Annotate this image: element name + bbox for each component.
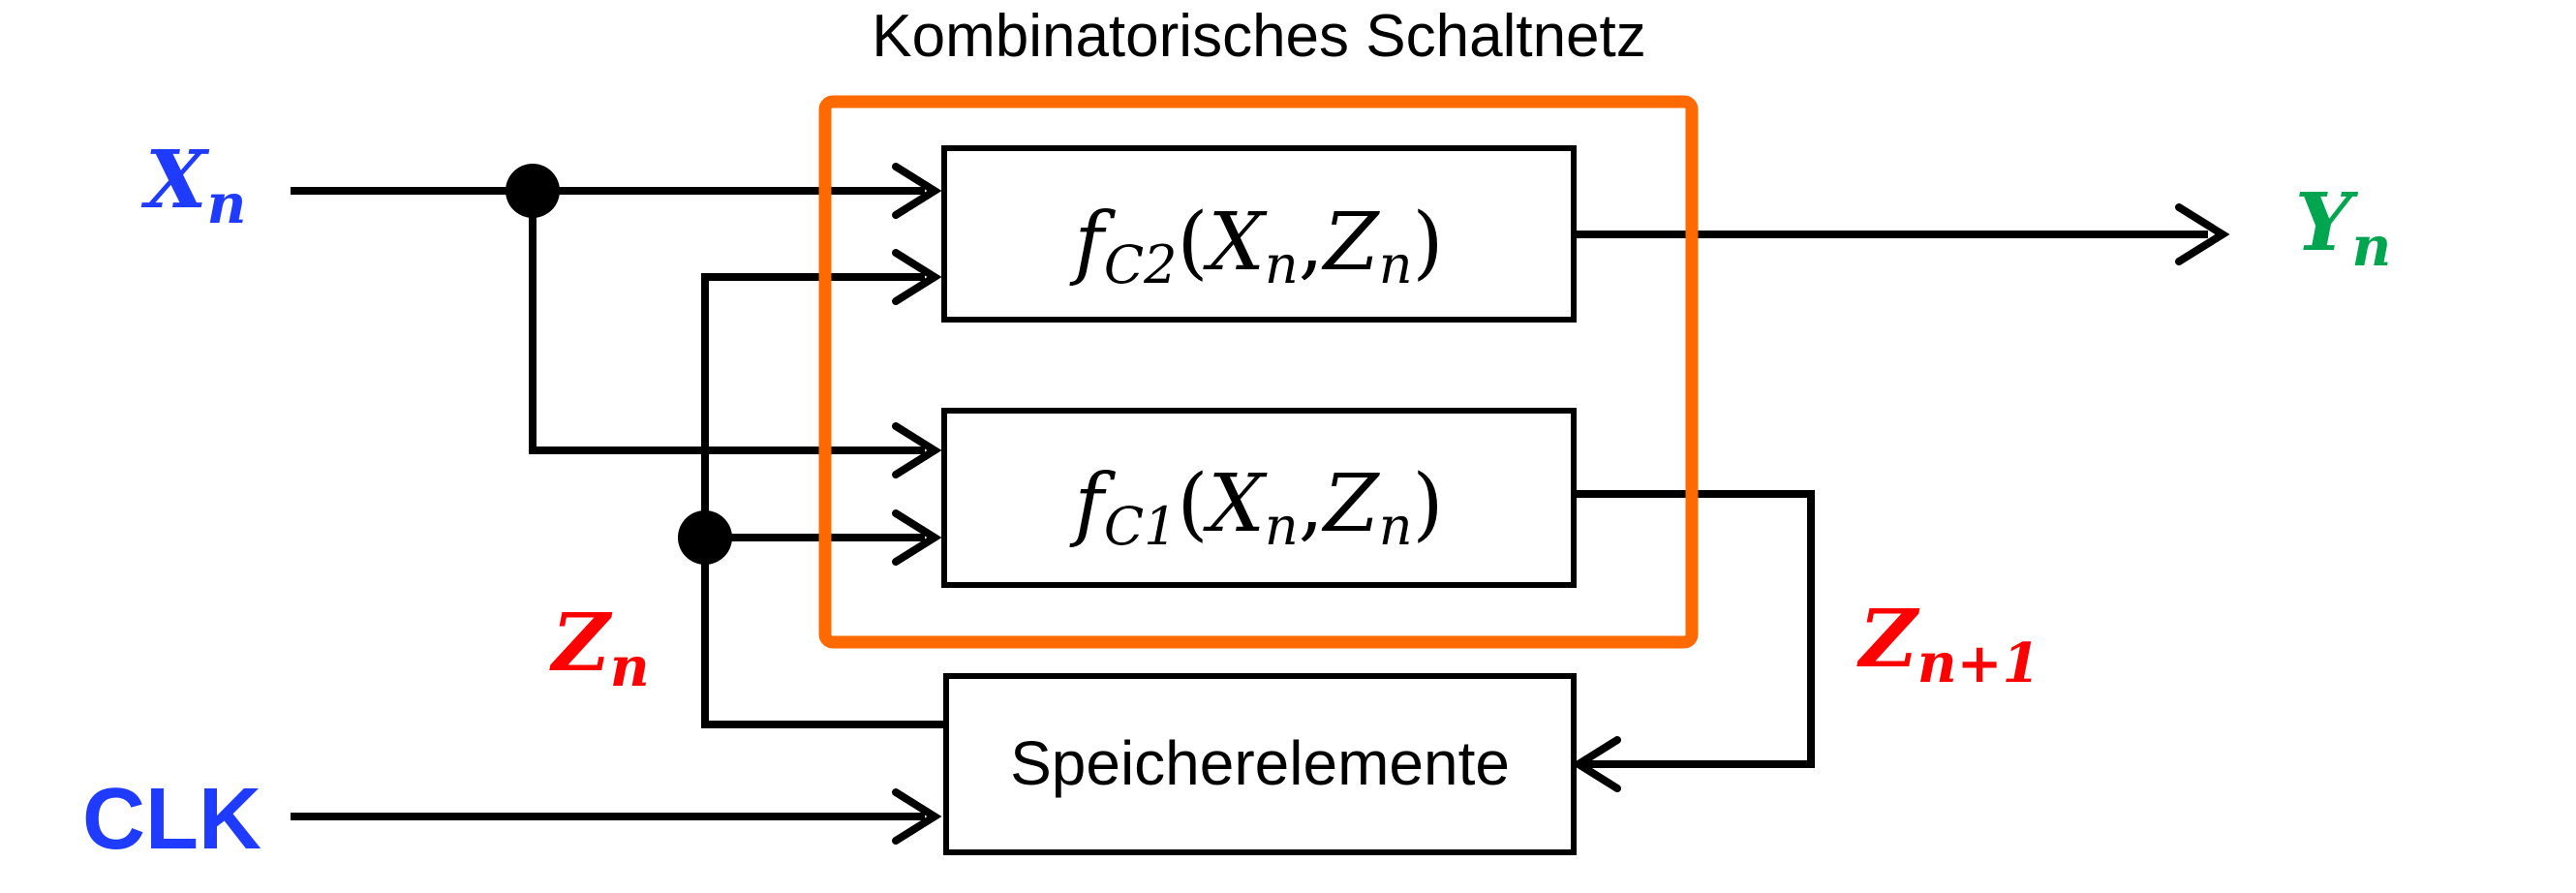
state-zn1-label: Zn+1 [1856,593,2039,695]
block-fc2 [941,145,1577,323]
block-memory [943,673,1577,855]
fc2-comma: , [1299,197,1324,289]
fc1-comma: , [1299,458,1324,550]
state-zn-symbol: Z [549,597,613,690]
combinational-network-title: Kombinatorisches Schaltnetz [872,3,1646,70]
input-x-symbol: X [140,134,210,227]
fc1-close-paren: ) [1413,458,1444,550]
output-y-symbol: Y [2295,176,2359,269]
input-x-sub: n [207,172,247,236]
fc1-label: fC1(Xn,Zn) [1068,458,1443,557]
fc2-arg1: X [1203,197,1269,289]
fc1-arg1-sub: n [1265,496,1299,557]
wire-x-branch-to-fc1 [529,191,925,454]
fc1-arg2: Z [1321,458,1381,550]
combinational-network-frame [818,95,1699,649]
junction-dot-zn [678,510,732,565]
junction-dot-x [506,164,560,218]
fc2-open-paren: ( [1178,197,1209,289]
fc2-fn-sub: C2 [1104,234,1178,295]
block-fc1 [941,408,1577,588]
output-y-sub: n [2352,215,2392,279]
fc2-close-paren: ) [1413,197,1444,289]
fc1-arg2-sub: n [1379,496,1413,557]
fc1-fn-sub: C1 [1104,496,1178,557]
arrow-to-y-output [2175,203,2230,265]
arrow-into-memory-clk [892,788,942,845]
output-y-label: Yn [2295,176,2391,279]
fc2-arg1-sub: n [1265,234,1299,295]
arrow-into-fc2-z [892,249,942,305]
state-zn-sub: n [610,635,650,699]
input-x-label: Xn [140,134,246,236]
fc2-arg2-sub: n [1379,234,1413,295]
wire-zn-from-memory [701,273,946,728]
state-zn1-symbol: Z [1856,593,1920,686]
fc1-arg1: X [1203,458,1269,550]
state-zn1-sub: n+1 [1917,631,2040,695]
fc2-arg2: Z [1321,197,1381,289]
arrow-into-fc1-z [892,509,942,566]
arrow-into-fc2-x [892,163,942,219]
fc1-open-paren: ( [1178,458,1209,550]
arrow-into-memory-feedback [1571,736,1621,792]
clk-label: CLK [82,771,261,868]
state-zn-label: Zn [549,597,650,699]
arrow-into-fc1-x [892,422,942,478]
arrowheads [892,163,2230,845]
memory-label: Speicherelemente [1010,728,1510,798]
